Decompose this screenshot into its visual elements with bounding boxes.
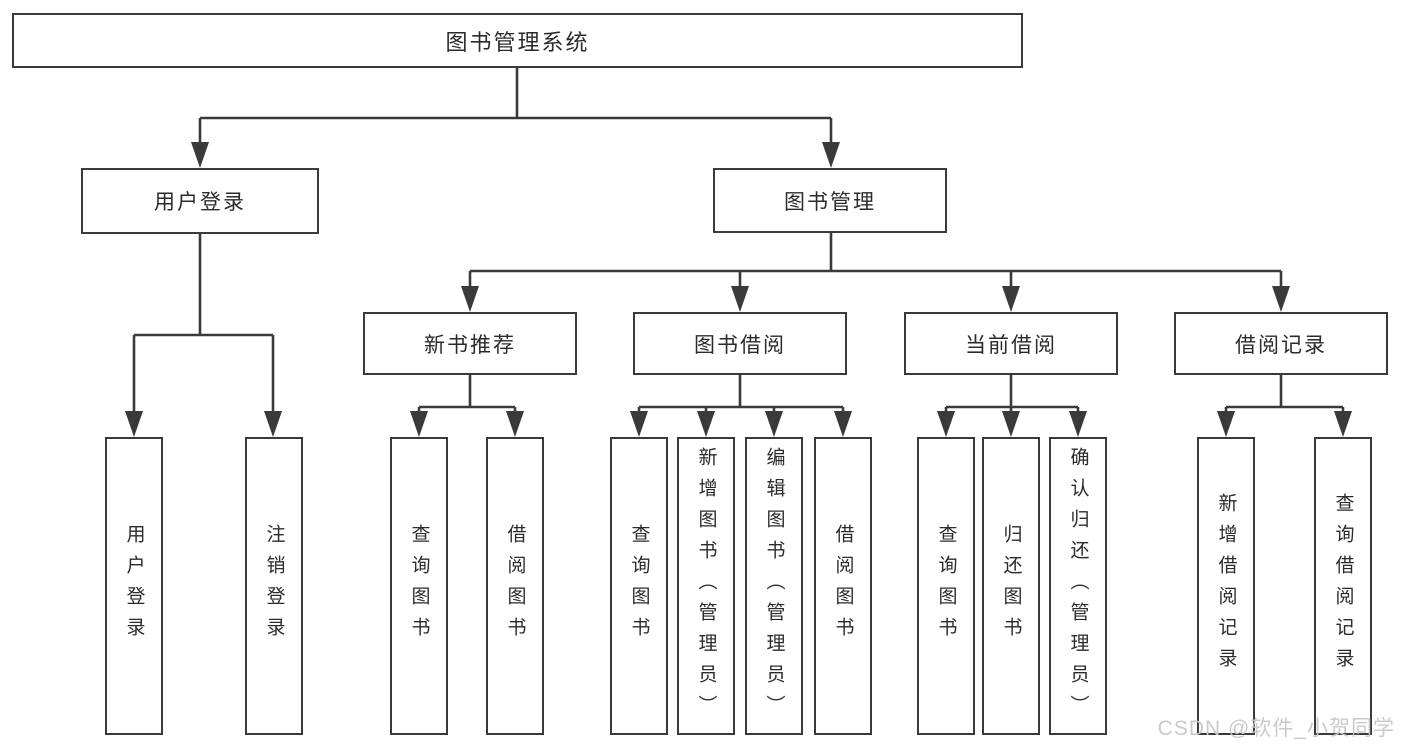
leaf-logout-login: 注销登录 xyxy=(245,437,303,735)
arrowhead xyxy=(125,411,143,437)
arrowhead xyxy=(1002,286,1020,312)
connector-level3-forks xyxy=(417,375,1345,415)
connector-root-fork xyxy=(198,68,833,146)
arrowhead xyxy=(1272,286,1290,312)
leaf-query-books-recommend: 查询图书 xyxy=(390,437,448,735)
arrowhead xyxy=(765,411,783,437)
arrowhead xyxy=(697,411,715,437)
arrowhead xyxy=(461,286,479,312)
leaf-return-books: 归还图书 xyxy=(982,437,1040,735)
arrowhead xyxy=(1002,411,1020,437)
node-new-book-recommend: 新书推荐 xyxy=(363,312,577,375)
arrowhead xyxy=(506,411,524,437)
leaf-user-login: 用户登录 xyxy=(105,437,163,735)
arrowhead xyxy=(1217,411,1235,437)
arrowhead xyxy=(630,411,648,437)
leaf-edit-book-admin: 编辑图书（管理员） xyxy=(745,437,803,735)
node-root-system: 图书管理系统 xyxy=(12,13,1023,68)
connector-book-mgmt-fork xyxy=(468,233,1283,290)
node-borrow-records: 借阅记录 xyxy=(1174,312,1388,375)
arrowhead xyxy=(731,286,749,312)
leaf-query-books-current: 查询图书 xyxy=(917,437,975,735)
node-book-borrow: 图书借阅 xyxy=(633,312,847,375)
leaf-confirm-return-admin: 确认归还（管理员） xyxy=(1049,437,1107,735)
arrowhead xyxy=(410,411,428,437)
csdn-watermark: CSDN @软件_小贺同学 xyxy=(1157,717,1395,740)
arrowhead xyxy=(191,142,209,168)
connector-user-login-fork xyxy=(132,234,275,415)
leaf-add-book-admin: 新增图书（管理员） xyxy=(677,437,735,735)
arrowhead xyxy=(264,411,282,437)
arrowhead xyxy=(937,411,955,437)
node-user-login: 用户登录 xyxy=(81,168,319,234)
arrowhead xyxy=(1069,411,1087,437)
node-book-management: 图书管理 xyxy=(713,168,947,233)
leaf-query-books-borrow: 查询图书 xyxy=(610,437,668,735)
leaf-query-borrow-record: 查询借阅记录 xyxy=(1314,437,1372,735)
node-current-borrow: 当前借阅 xyxy=(904,312,1118,375)
leaf-borrow-books: 借阅图书 xyxy=(814,437,872,735)
arrowhead xyxy=(822,142,840,168)
arrowhead xyxy=(1334,411,1352,437)
leaf-borrow-books-recommend: 借阅图书 xyxy=(486,437,544,735)
arrowhead xyxy=(834,411,852,437)
leaf-add-borrow-record: 新增借阅记录 xyxy=(1197,437,1255,735)
